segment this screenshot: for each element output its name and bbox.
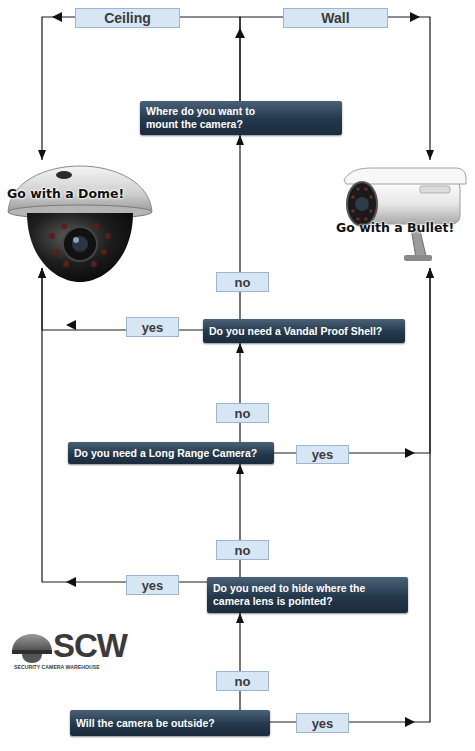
result-bullet: Go with a Bullet!: [335, 160, 468, 268]
question-box: Do you need to hide where the camera len…: [207, 577, 408, 613]
node-text: Where do you want to mount the camera?: [146, 105, 271, 131]
bullet-camera-image: [344, 168, 466, 261]
edge-label: yes: [296, 713, 349, 733]
dome-lens: [63, 227, 97, 261]
result-dome: Go with a Dome!: [5, 160, 155, 268]
dome-lens-glass: [72, 236, 88, 252]
arrowhead: [235, 28, 245, 38]
node-text: Go with a Dome!: [7, 186, 124, 201]
node-text: Do you need a Vandal Proof Shell?: [209, 325, 382, 338]
arrowhead: [405, 717, 415, 727]
node-text: Do you need to hide where the camera len…: [213, 582, 402, 608]
logo-dome: [12, 634, 52, 652]
bullet-lens: [355, 197, 369, 211]
node-text: Go with a Bullet!: [336, 220, 454, 235]
edge-label: Wall: [283, 8, 388, 28]
flow-arrow: [240, 17, 430, 160]
question-box: Do you need a Long Range Camera?: [68, 442, 274, 464]
bullet-front: [347, 182, 377, 226]
question-box: Where do you want to mount the camera?: [140, 101, 342, 135]
edge-label: no: [216, 540, 269, 560]
node-text: Will the camera be outside?: [76, 717, 215, 730]
node-text: Do you need a Long Range Camera?: [74, 447, 257, 460]
edge-label: no: [216, 272, 269, 292]
edge-label: no: [216, 671, 269, 691]
edge-label: yes: [126, 317, 179, 337]
flow-arrow: [42, 268, 207, 582]
arrowhead: [52, 12, 62, 22]
dome-sensor: [56, 171, 72, 179]
arrowhead: [66, 320, 76, 330]
logo-band: [12, 650, 52, 654]
dome-ir-leds: [49, 223, 111, 267]
arrowhead: [66, 577, 76, 587]
edge-label: yes: [296, 445, 349, 464]
bullet-mount: [404, 255, 432, 261]
flow-arrow: [239, 613, 240, 710]
logo-tagline: SECURITY CAMERA WAREHOUSE: [14, 664, 100, 670]
flow-arrow: [239, 343, 240, 442]
arrowhead: [405, 448, 415, 458]
flow-arrow: [274, 268, 430, 453]
edge-label: yes: [126, 575, 179, 595]
dome-bubble: [27, 213, 133, 282]
merge-arrowheads: [52, 12, 420, 727]
dome-lens-glint: [73, 237, 79, 243]
arrowhead: [410, 12, 420, 22]
logo-icon: [12, 634, 52, 663]
edge-label: no: [216, 403, 269, 423]
dome-camera-image: [8, 166, 152, 282]
question-box: Do you need a Vandal Proof Shell?: [203, 319, 405, 343]
question-box: Will the camera be outside?: [70, 710, 270, 736]
logo-wordmark: SCW: [53, 627, 127, 665]
bullet-ir-leds: [351, 187, 373, 221]
logo-bubble: [22, 654, 42, 663]
bullet-badge: [420, 186, 450, 193]
flow-arrow: [42, 17, 240, 160]
flow-arrow: [239, 464, 240, 577]
edge-label: Ceiling: [75, 8, 180, 28]
